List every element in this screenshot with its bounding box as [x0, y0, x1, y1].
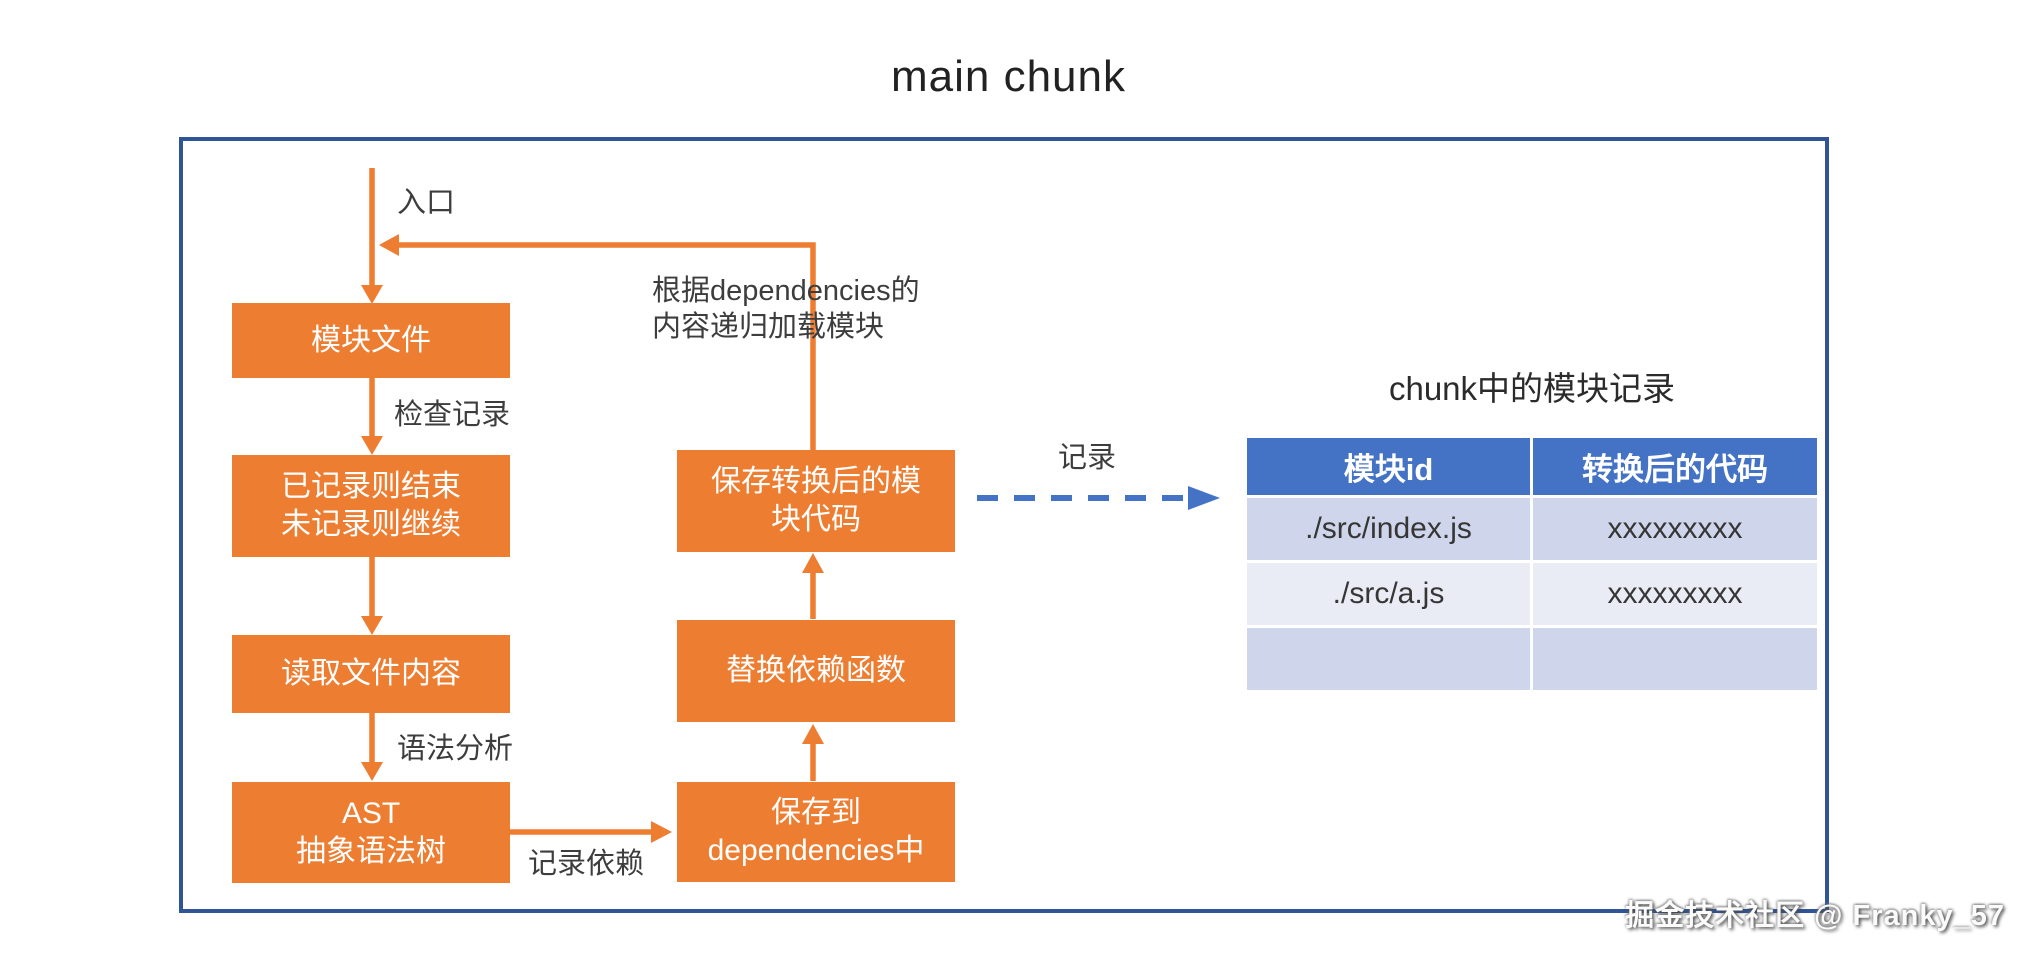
- page-title: main chunk: [890, 52, 1126, 101]
- table-header-code: 转换后的代码: [1533, 438, 1817, 495]
- recursion-loop-line: [398, 242, 816, 450]
- label-entry: 入口: [397, 187, 456, 219]
- box-ast: AST 抽象语法树: [232, 782, 510, 883]
- box-save-to-deps: 保存到 dependencies中: [677, 782, 955, 882]
- check-record-arrowhead-icon: [361, 436, 383, 455]
- deps-to-replace-arrowhead-icon: [802, 724, 824, 744]
- table-cell-module-id: ./src/index.js: [1247, 498, 1530, 560]
- replace-to-save-arrowhead-icon: [802, 553, 824, 573]
- table-cell-code: xxxxxxxxx: [1533, 563, 1817, 625]
- box-replace-dep-fn: 替换依赖函数: [677, 620, 955, 722]
- module-record-table: 模块id 转换后的代码 ./src/index.js xxxxxxxxx ./s…: [1247, 438, 1817, 693]
- label-record: 记录: [1058, 442, 1117, 474]
- label-check-record: 检查记录: [394, 399, 511, 431]
- box-recorded-check: 已记录则结束 未记录则继续: [232, 455, 510, 557]
- label-recursion: 根据dependencies的 内容递归加载模块: [652, 275, 920, 343]
- table-cell-module-id: [1247, 628, 1530, 690]
- table-row: ./src/index.js xxxxxxxxx: [1247, 498, 1817, 560]
- table-header-row: 模块id 转换后的代码: [1247, 438, 1817, 495]
- table-cell-code: xxxxxxxxx: [1533, 498, 1817, 560]
- to-read-file-arrowhead-icon: [361, 616, 383, 635]
- table-title: chunk中的模块记录: [1388, 370, 1676, 407]
- label-record-dependency: 记录依赖: [528, 848, 645, 880]
- label-syntax-parse: 语法分析: [397, 733, 514, 765]
- record-dependency-arrowhead-icon: [651, 821, 672, 843]
- table-header-module-id: 模块id: [1247, 438, 1530, 495]
- record-dashed-arrowhead-icon: [1188, 486, 1220, 510]
- recursion-arrowhead-icon: [379, 234, 399, 256]
- syntax-parse-arrowhead-icon: [361, 762, 383, 781]
- table-cell-code: [1533, 628, 1817, 690]
- box-read-file: 读取文件内容: [232, 635, 510, 713]
- watermark: 掘金技术社区 @ Franky_57: [1625, 900, 2005, 932]
- box-module-file: 模块文件: [232, 303, 510, 378]
- table-row: ./src/a.js xxxxxxxxx: [1247, 563, 1817, 625]
- table-cell-module-id: ./src/a.js: [1247, 563, 1530, 625]
- chunk-frame-border: [179, 137, 1829, 913]
- entry-arrowhead-icon: [361, 285, 383, 304]
- table-row: [1247, 628, 1817, 690]
- box-save-module-code: 保存转换后的模 块代码: [677, 450, 955, 552]
